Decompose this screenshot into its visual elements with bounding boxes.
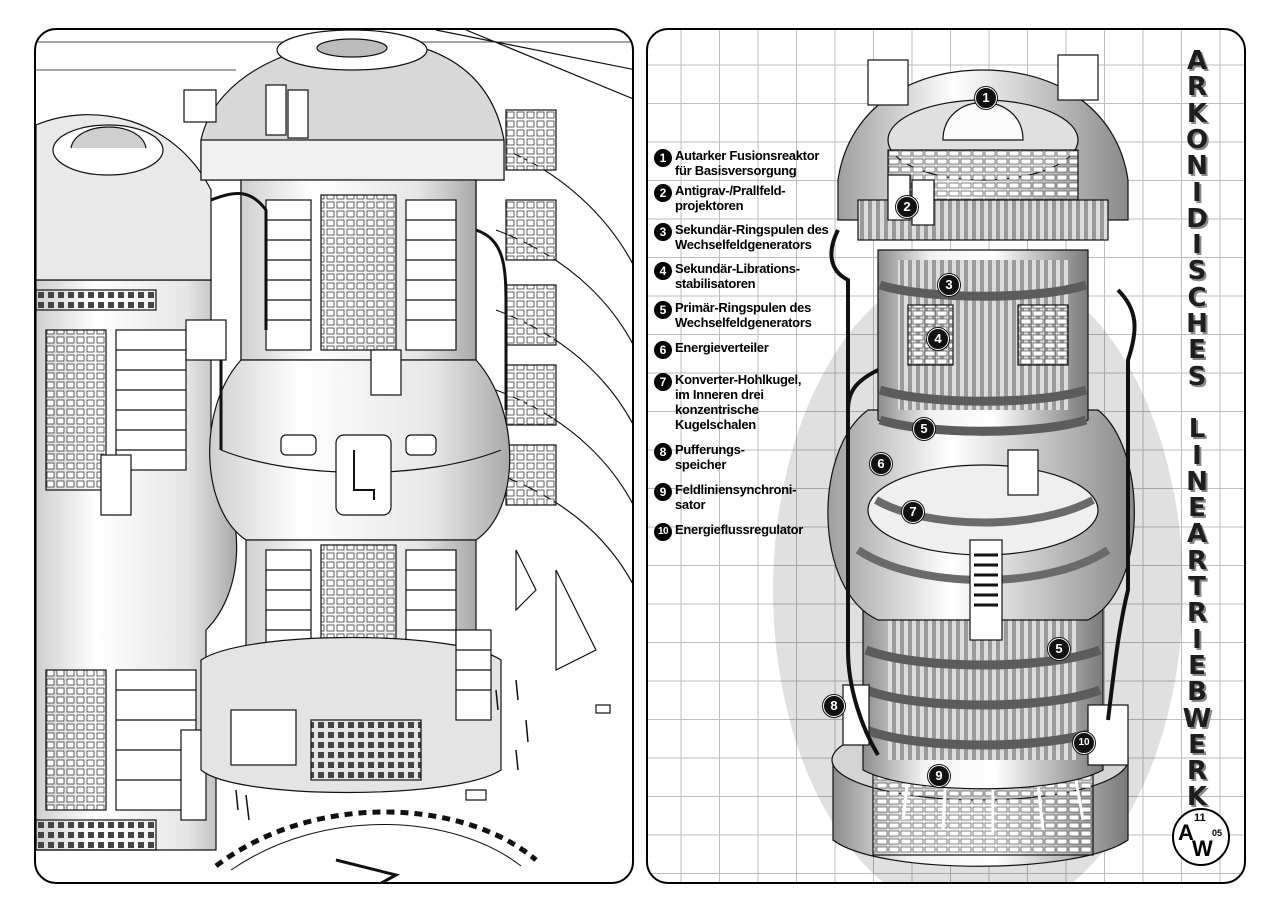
title-letter: E — [1188, 335, 1206, 366]
legend-label: Pufferungs- speicher — [675, 442, 745, 472]
callout-3: 3 — [938, 274, 960, 296]
title-letter: R — [1186, 756, 1208, 787]
callout-10: 10 — [1073, 732, 1095, 754]
callout-9: 9 — [928, 765, 950, 787]
title-letter: N — [1186, 466, 1208, 497]
title-letter: T — [1188, 572, 1206, 602]
title-letter: R — [1186, 545, 1208, 576]
title-letter: A — [1186, 46, 1208, 76]
reactor-cutaway-illustration — [773, 54, 1183, 882]
title-letter: W — [1182, 703, 1212, 734]
signature-right: 05 — [1212, 828, 1223, 838]
legend-item-10: 10 Energieflussregulator — [654, 522, 803, 541]
title-letter: E — [1188, 729, 1206, 760]
legend-number: 1 — [654, 149, 672, 167]
title-letter: B — [1187, 677, 1207, 708]
legend-number: 9 — [654, 483, 672, 501]
legend-label: Antigrav-/Prallfeld- projektoren — [675, 183, 786, 213]
legend-label: Konverter-Hohlkugel, im Inneren drei kon… — [675, 372, 802, 432]
signature-bottom: W — [1192, 836, 1213, 861]
legend-label: Sekundär-Ringspulen des Wechselfeldgener… — [675, 222, 829, 252]
legend-label: Energieverteiler — [675, 340, 769, 355]
title-letter: H — [1186, 309, 1208, 339]
legend-number: 3 — [654, 223, 672, 241]
title-letter: C — [1187, 282, 1207, 313]
title-letter: I — [1192, 230, 1202, 261]
legend-item-1: 1 Autarker Fusionsreaktor für Basisverso… — [654, 148, 819, 178]
title-letter: I — [1192, 177, 1202, 208]
legend-number: 6 — [654, 341, 672, 359]
title-letter: S — [1187, 361, 1207, 392]
title-letter: O — [1185, 124, 1209, 155]
artist-signature: 11 A W 05 — [1172, 808, 1230, 866]
callout-5b: 5 — [1048, 638, 1070, 660]
legend-item-2: 2 Antigrav-/Prallfeld- projektoren — [654, 183, 786, 213]
legend-label: Feldliniensynchroni- sator — [675, 482, 797, 512]
legend-label: Sekundär-Librations- stabilisatoren — [675, 261, 800, 291]
legend-number: 2 — [654, 184, 672, 202]
title-letter: N — [1186, 151, 1208, 182]
title-letter: A — [1186, 519, 1208, 550]
legend-item-8: 8 Pufferungs- speicher — [654, 442, 745, 472]
title-letter: E — [1188, 650, 1206, 681]
title-letter: I — [1192, 624, 1202, 655]
signature-left: A — [1178, 820, 1194, 845]
legend-number: 8 — [654, 443, 672, 461]
callout-6: 6 — [870, 453, 892, 475]
callout-4: 4 — [927, 328, 949, 350]
callout-1: 1 — [975, 87, 997, 109]
cutaway-diagram-panel: 1 Autarker Fusionsreaktor für Basisverso… — [646, 28, 1246, 884]
legend-item-4: 4 Sekundär-Librations- stabilisatoren — [654, 261, 800, 291]
title-letter: D — [1186, 203, 1208, 234]
legend-item-3: 3 Sekundär-Ringspulen des Wechselfeldgen… — [654, 222, 829, 252]
callout-2: 2 — [896, 196, 918, 218]
overview-illustration-panel — [34, 28, 634, 884]
title-letter: S — [1187, 256, 1207, 287]
legend-label: Autarker Fusionsreaktor für Basisversorg… — [675, 148, 820, 178]
callout-5a: 5 — [913, 418, 935, 440]
title-letter: R — [1186, 598, 1208, 629]
title-letter: K — [1186, 782, 1208, 813]
legend-item-6: 6 Energieverteiler — [654, 340, 769, 359]
legend-item-9: 9 Feldliniensynchroni- sator — [654, 482, 796, 512]
title-letter: K — [1186, 98, 1208, 129]
legend-number: 4 — [654, 262, 672, 280]
legend-number: 10 — [654, 523, 672, 541]
title-letter: E — [1188, 493, 1206, 524]
legend-label: Primär-Ringspulen des Wechselfeldgenerat… — [675, 300, 812, 330]
legend-item-7: 7 Konverter-Hohlkugel, im Inneren drei k… — [654, 372, 801, 432]
callout-7: 7 — [902, 501, 924, 523]
legend-number: 5 — [654, 301, 672, 319]
legend-number: 7 — [654, 373, 672, 391]
title-letter: R — [1186, 72, 1208, 103]
signature-top: 11 — [1194, 812, 1206, 824]
title-letter: I — [1192, 440, 1202, 471]
title-letter: L — [1188, 414, 1206, 445]
reactor-hall-illustration — [36, 30, 632, 882]
legend-item-5: 5 Primär-Ringspulen des Wechselfeldgener… — [654, 300, 812, 330]
legend-label: Energieflussregulator — [675, 522, 804, 537]
callout-8: 8 — [823, 695, 845, 717]
